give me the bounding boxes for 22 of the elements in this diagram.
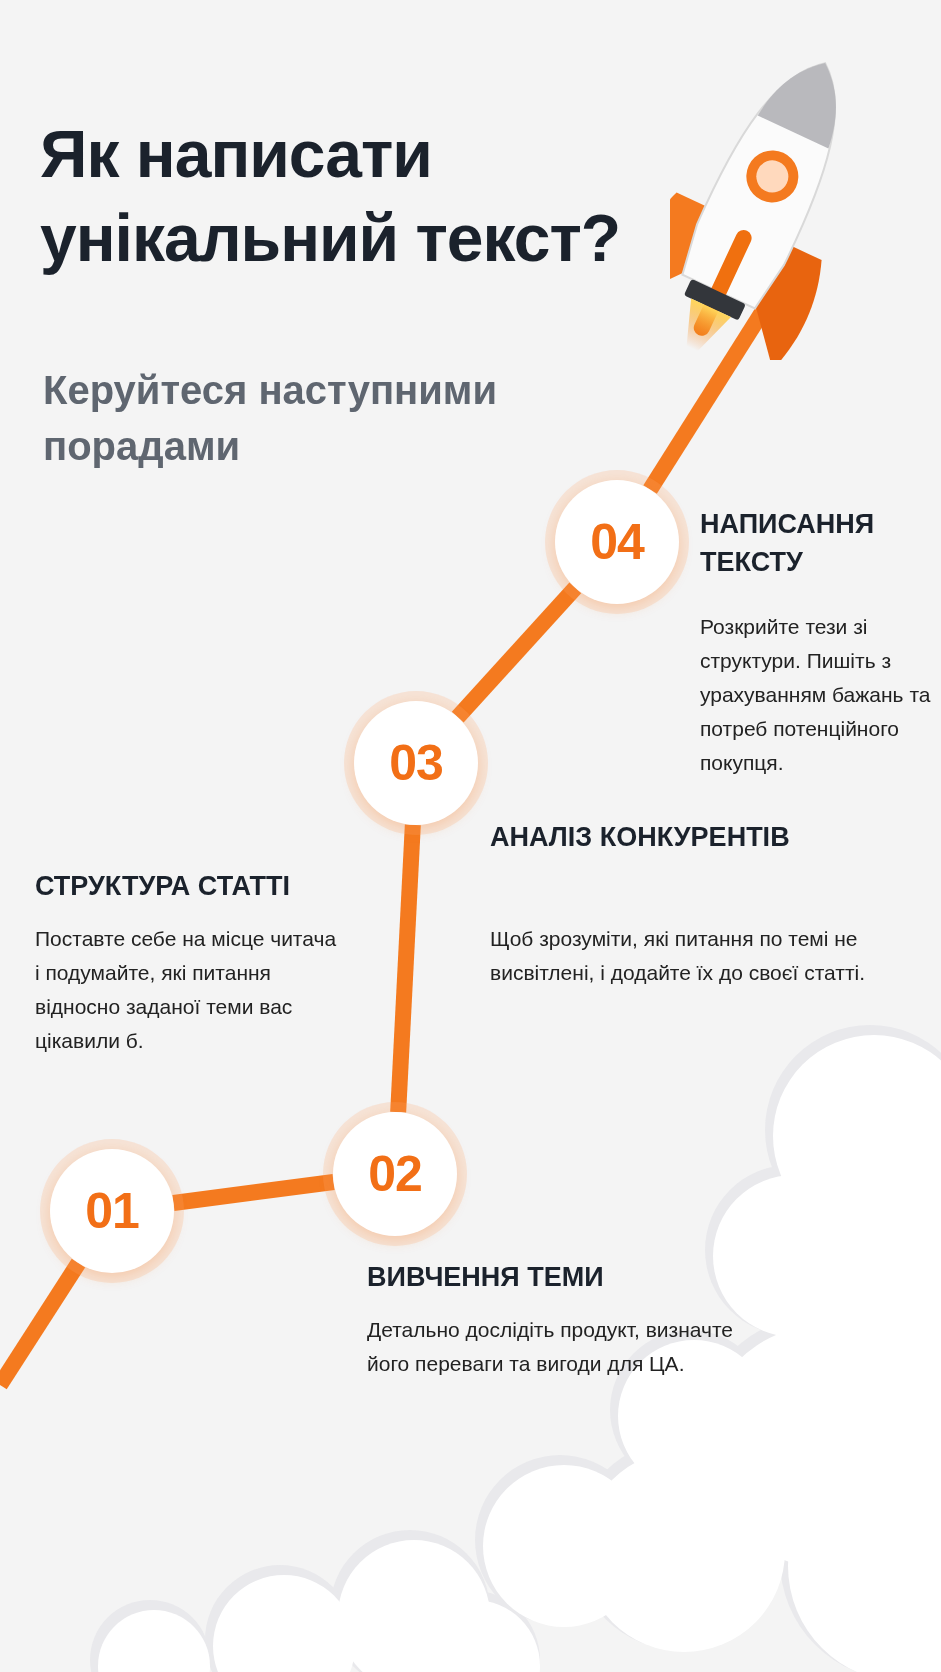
step-number: 01: [85, 1182, 139, 1240]
connector-line: [172, 1174, 335, 1211]
connector-line: [390, 824, 421, 1113]
step-circle: [354, 701, 478, 825]
step-heading: СТРУКТУРА СТАТТІ: [35, 870, 292, 903]
step-heading: НАПИСАННЯ ТЕКСТУ: [700, 508, 876, 579]
step-description: Щоб зрозуміти, які питання по темі не висвітлені, і додайте їх до своєї статті.: [490, 926, 867, 986]
step-circle: [555, 480, 679, 604]
step-number: 02: [368, 1145, 422, 1203]
step-description: Розкрийте тези зі структури. Пишіть з урахуванням бажань та потреб потенційного покупця.: [700, 614, 932, 776]
step-heading: ВИВЧЕННЯ ТЕМИ: [367, 1261, 605, 1294]
title: Як написати унікальний текст?: [40, 116, 622, 277]
step-circle: [333, 1112, 457, 1236]
step-circle: [50, 1149, 174, 1273]
step-description: Поставте себе на місце читача і подумайте, які питання відносно заданої теми вас цікавили б.: [35, 926, 338, 1054]
step-description: Детально дослідіть продукт, визначте його переваги та вигоди для ЦА.: [367, 1317, 734, 1377]
subtitle: Керуйтеся наступними порадами: [43, 367, 498, 470]
step-heading: АНАЛІЗ КОНКУРЕНТІВ: [490, 821, 790, 854]
connector-line: [0, 1258, 86, 1390]
connector-line: [451, 582, 582, 723]
step-number: 04: [590, 513, 644, 571]
step-number: 03: [389, 734, 443, 792]
